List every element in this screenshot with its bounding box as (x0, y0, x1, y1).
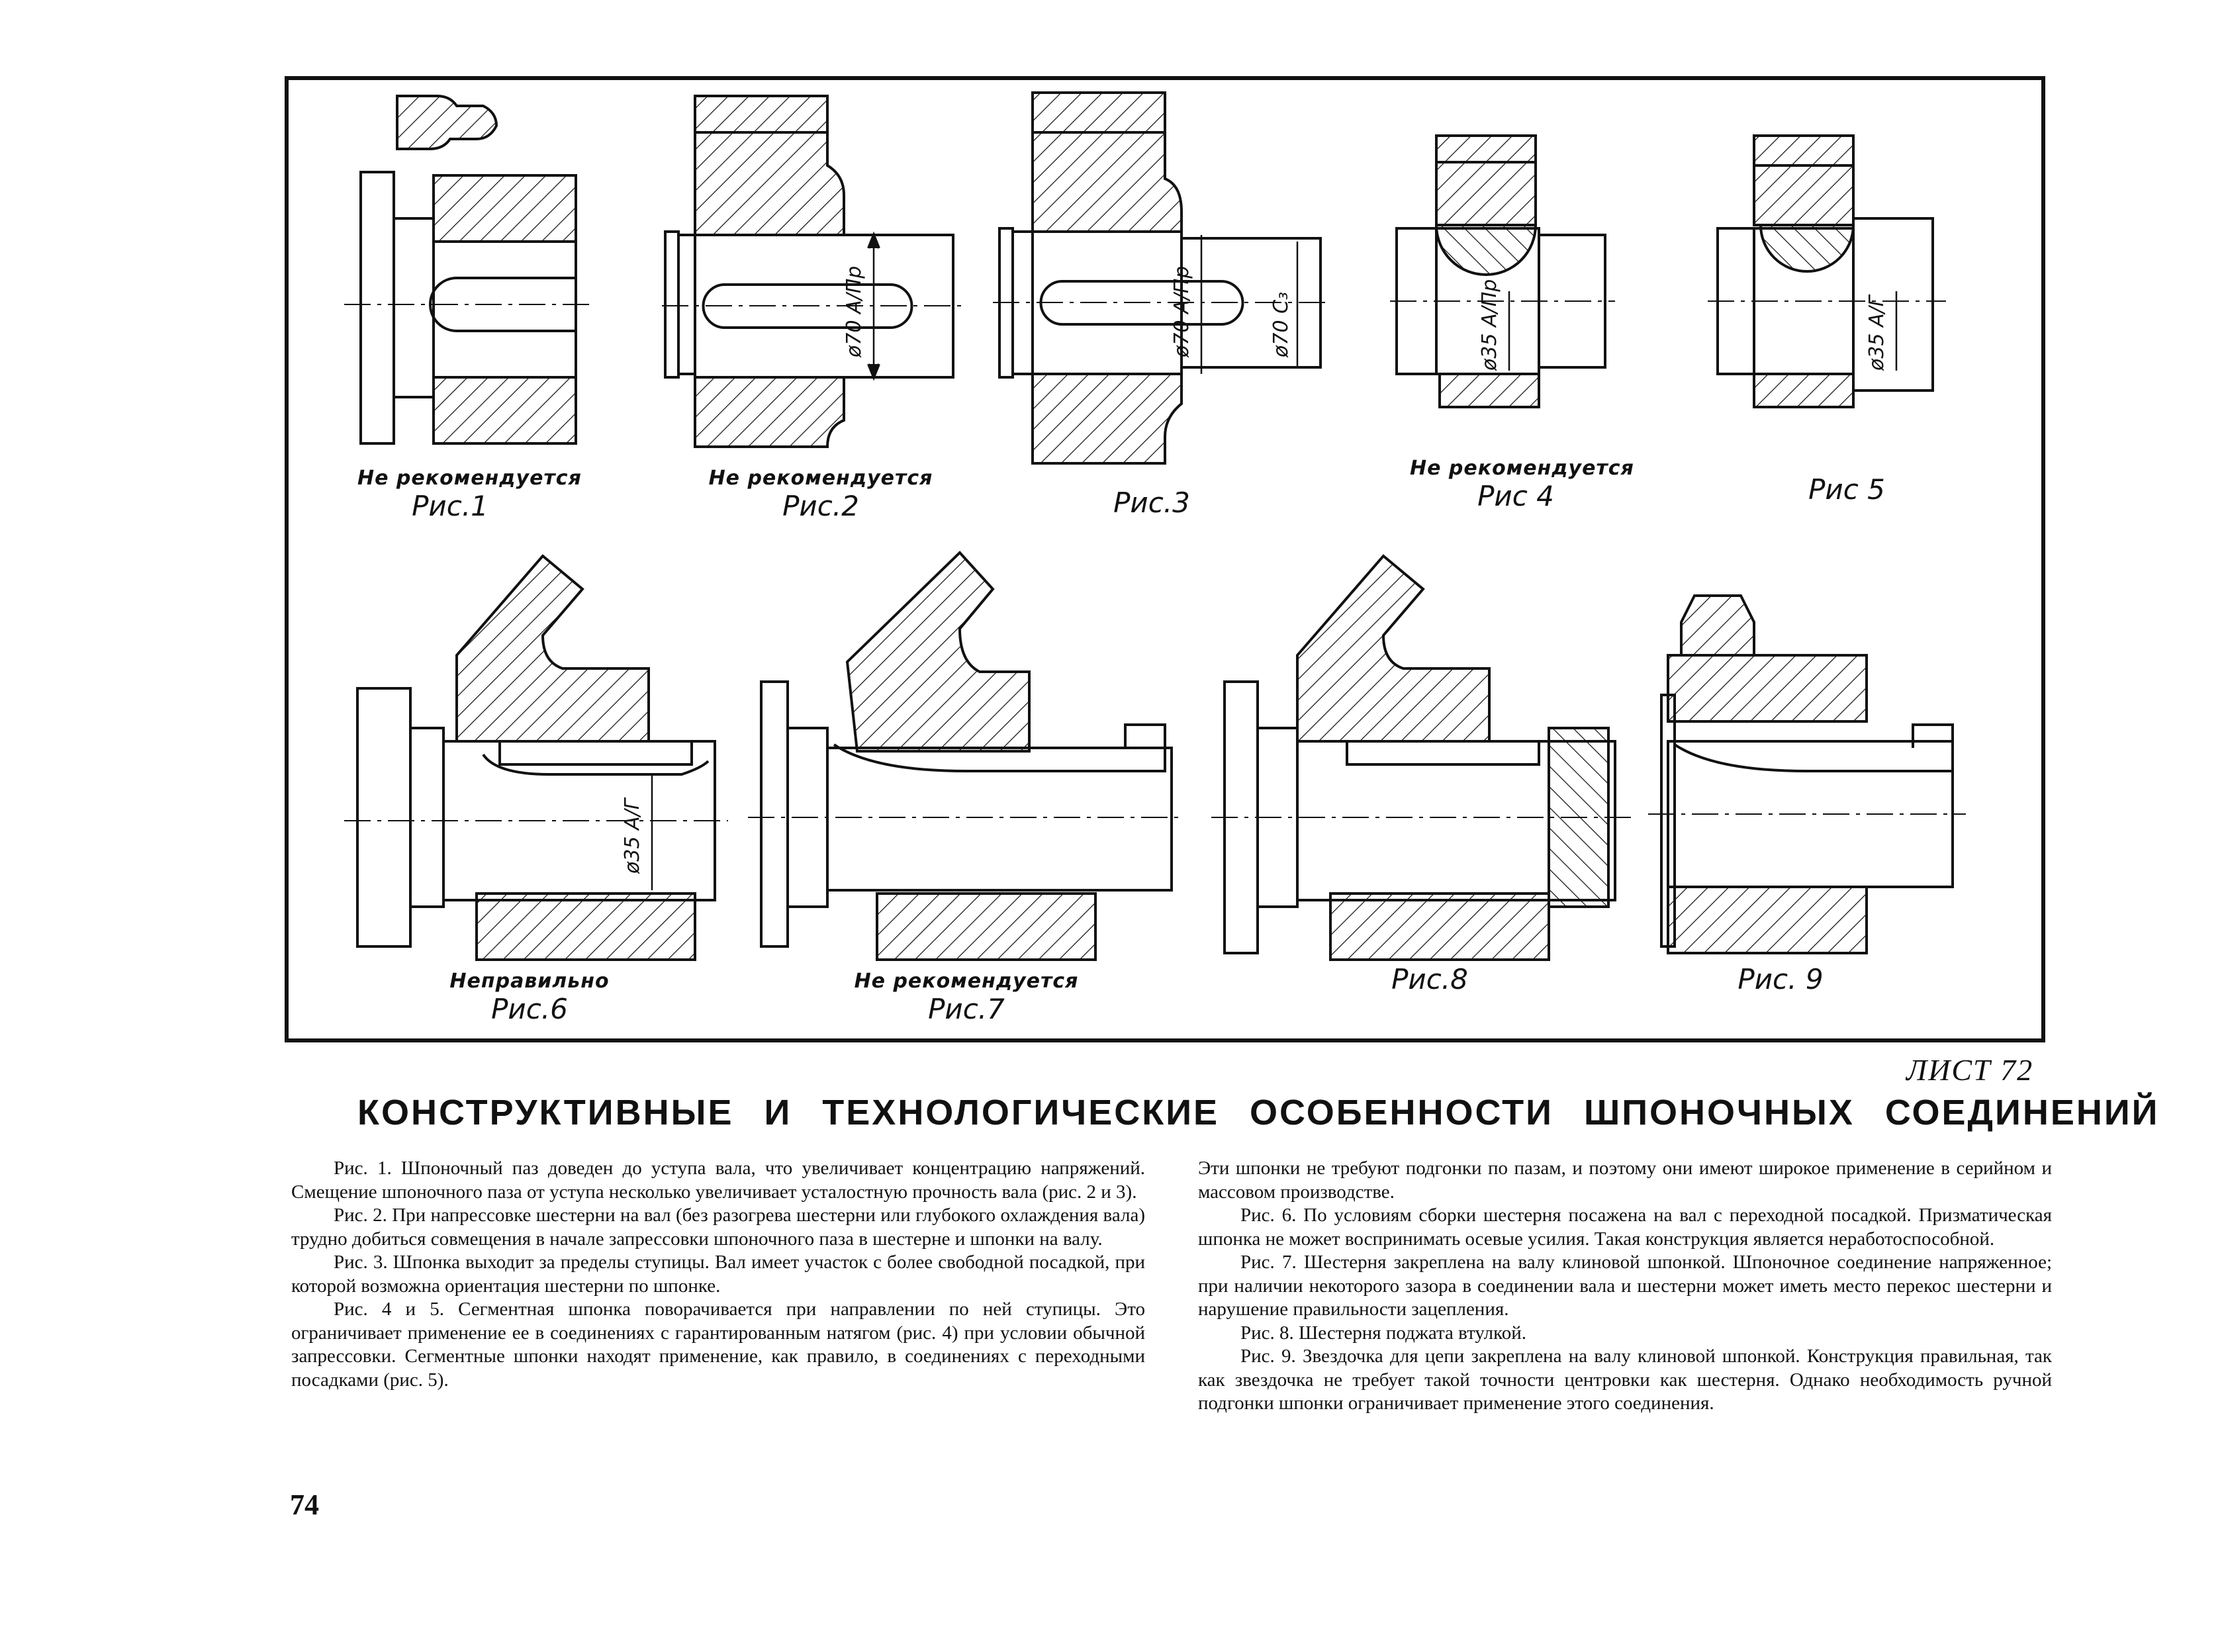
paragraph: Рис. 8. Шестерня поджата втулкой. (1240, 1322, 1526, 1344)
figure-4-label: Не рекомендуется Рис 4 (1410, 457, 1634, 512)
figure-4-note: Не рекомендуется (1410, 457, 1634, 480)
figure-6-drawing (344, 554, 728, 961)
paragraph: Рис. 2. При напрессовке шестерни на вал … (291, 1205, 1145, 1250)
figure-6-label: Неправильно Рис.6 (430, 970, 629, 1025)
figure-5-label: Рис 5 (1781, 473, 1913, 506)
fig4-dimension-label: ø35 А/Пр (1478, 279, 1501, 371)
figure-8-label: Рис.8 (1357, 963, 1503, 995)
paragraph: Рис. 1. Шпоночный паз доведен до уступа … (291, 1158, 1145, 1203)
sheet-label: ЛИСТ 72 (1906, 1053, 2034, 1087)
fig6-dimension-label: ø35 А/Г (621, 797, 644, 874)
figure-2-caption: Рис.2 (782, 490, 859, 522)
fig3-dimension-label-2: ø70 С₃ (1270, 292, 1293, 358)
paragraph: Рис. 7. Шестерня закреплена на валу клин… (1198, 1252, 2052, 1320)
figure-3-caption: Рис.3 (1113, 486, 1190, 519)
figure-7-note: Не рекомендуется (854, 970, 1079, 993)
figure-3-drawing (993, 91, 1330, 465)
figure-3-label: Рис.3 (1059, 486, 1244, 519)
left-text-column: Рис. 1. Шпоночный паз доведен до уступа … (291, 1157, 1145, 1392)
page-title: КОНСТРУКТИВНЫЕ И ТЕХНОЛОГИЧЕСКИЕ ОСОБЕНН… (357, 1093, 2160, 1132)
figure-1-label: Не рекомендуется Рис.1 (357, 467, 582, 522)
technical-drawings: ø70 А/Пр ø70 А/Пр ø70 С₃ ø35 А/Пр ø35 А/… (344, 91, 1966, 961)
figure-4-drawing (1390, 134, 1615, 408)
figure-6-caption: Рис.6 (491, 993, 568, 1025)
figure-8-drawing (1211, 554, 1635, 961)
figure-7-label: Не рекомендуется Рис.7 (854, 970, 1079, 1025)
paragraph: Рис. 4 и 5. Сегментная шпонка поворачива… (291, 1299, 1145, 1391)
figure-1-note: Не рекомендуется (357, 467, 582, 490)
fig3-dimension-label: ø70 А/Пр (1170, 266, 1193, 358)
drawing-frame (285, 76, 2045, 1042)
right-text-column: Эти шпонки не требуют подгонки по пазам,… (1198, 1157, 2052, 1416)
paragraph: Рис. 9. Звездочка для цепи закреплена на… (1198, 1346, 2052, 1414)
figure-9-label: Рис. 9 (1708, 963, 1853, 995)
fig5-dimension-label: ø35 А/Г (1865, 294, 1888, 371)
figure-4-caption: Рис 4 (1477, 480, 1554, 512)
figure-2-note: Не рекомендуется (708, 467, 933, 490)
paragraph: Эти шпонки не требуют подгонки по пазам,… (1198, 1158, 2052, 1203)
figure-9-drawing (1648, 594, 1966, 954)
paragraph: Рис. 6. По условиям сборки шестерня поса… (1198, 1205, 2052, 1250)
figure-2-label: Не рекомендуется Рис.2 (708, 467, 933, 522)
figure-7-caption: Рис.7 (928, 993, 1005, 1025)
figure-2-drawing (662, 95, 966, 448)
figure-1-caption: Рис.1 (412, 490, 488, 522)
figure-8-caption: Рис.8 (1391, 963, 1468, 995)
fig2-dimension-label: ø70 А/Пр (843, 266, 866, 358)
figure-9-caption: Рис. 9 (1738, 963, 1824, 995)
figure-1-drawing (344, 95, 589, 445)
figure-5-caption: Рис 5 (1808, 473, 1885, 506)
page-number: 74 (290, 1489, 319, 1521)
figure-5-drawing (1708, 134, 1946, 408)
figure-7-drawing (748, 551, 1185, 961)
paragraph: Рис. 3. Шпонка выходит за пределы ступиц… (291, 1252, 1145, 1297)
figure-6-note: Неправильно (449, 970, 610, 993)
